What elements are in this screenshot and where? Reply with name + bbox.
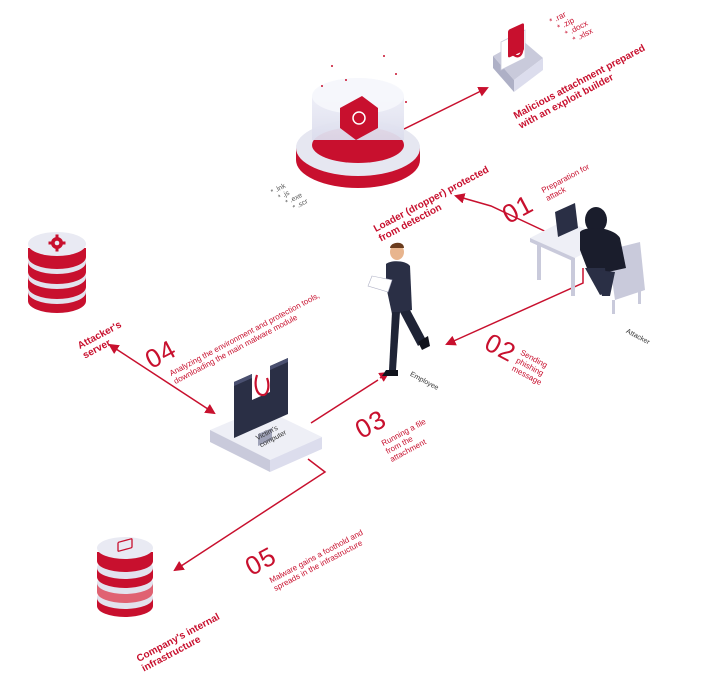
arrow-server-computer [108,343,216,415]
attackers-server-icon [28,232,86,313]
arrow-computer-to-infra [173,458,327,572]
attacker-figure [530,203,645,314]
arrow-attacker-to-loader [453,193,554,236]
connector-arrows [108,87,584,572]
arrow-loader-to-attachment [399,87,489,132]
envelope-attachment-icon [493,23,543,92]
employee-figure [367,242,430,376]
arrow-attacker-to-employee [445,268,584,346]
loader-dome-icon [296,55,420,188]
victims-computer-icon [210,358,322,472]
gear-icon [48,234,66,252]
company-infrastructure-icon [97,537,153,617]
monitor-icon [117,538,133,552]
bug-icon [352,111,366,125]
arrow-employee-to-computer [310,379,379,424]
